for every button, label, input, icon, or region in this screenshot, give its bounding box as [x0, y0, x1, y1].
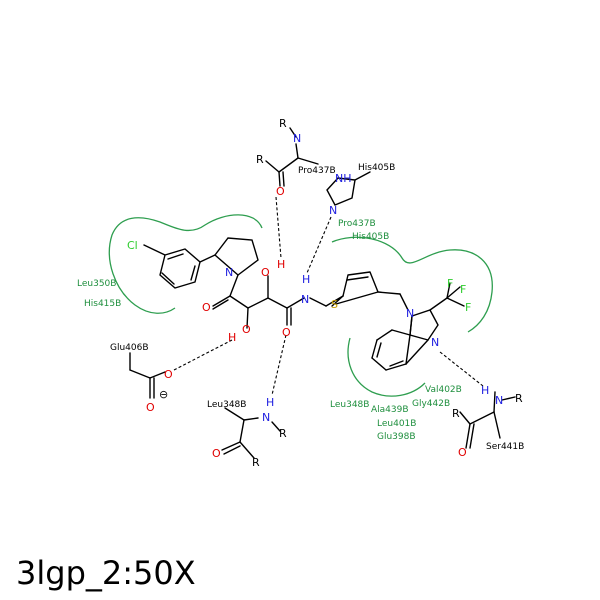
hbond-glu406-oh — [173, 339, 233, 371]
pocket-contour-right — [331, 236, 493, 333]
residue-glu398: Glu398B — [377, 432, 416, 442]
residue-labels: Pro437B His405B Pro437B His405B Leu350B … — [77, 163, 524, 452]
residue-glu406: Glu406B — [110, 343, 149, 353]
atom-o-carbonyl-left: O — [202, 301, 211, 314]
pocket-contour-left — [108, 214, 263, 314]
atom-leu-r1: R — [279, 427, 287, 440]
atom-h-amide: H — [302, 273, 310, 286]
atom-leu-h: H — [266, 396, 274, 409]
atom-ser-n: N — [495, 394, 503, 407]
hbond-his405-nh — [306, 216, 332, 274]
hbond-pro437-oh — [275, 196, 282, 259]
atom-pro-r2: R — [256, 153, 264, 166]
residue-bonds — [129, 127, 516, 459]
atom-f2: F — [460, 283, 466, 296]
atom-n-benz1: N — [406, 307, 414, 320]
atom-ser-o: O — [458, 446, 467, 459]
atom-pro-r1: R — [279, 117, 287, 130]
atom-his-n: N — [329, 204, 337, 217]
atom-cl: Cl — [127, 239, 138, 252]
atom-n-amide: N — [301, 293, 309, 306]
atom-glu-o1: O — [164, 368, 173, 381]
diagram-title: 3lgp_2:50X — [16, 554, 196, 592]
residue-his405-green: His405B — [352, 232, 389, 242]
atom-o-hydroxyl-top: O — [261, 266, 270, 279]
atom-his-nh: NH — [335, 172, 352, 185]
residue-val402: Val402B — [425, 385, 462, 395]
residue-pro437-green: Pro437B — [338, 219, 376, 229]
atom-f3: F — [465, 301, 471, 314]
atom-o-hydroxyl-bottom: O — [242, 323, 251, 336]
residue-leu350: Leu350B — [77, 279, 116, 289]
ligand-atoms: Cl N O O H O H O N H S N N F F F — [127, 239, 471, 349]
residue-atoms: R N R O NH N O O ⊖ H N R O R H N R R O — [146, 117, 523, 469]
atom-n-benz2: N — [431, 336, 439, 349]
pocket-contours — [108, 214, 493, 397]
atom-h-hydroxyl-top: H — [277, 258, 285, 271]
residue-pro437-black: Pro437B — [298, 166, 336, 176]
residue-ala439: Ala439B — [371, 405, 409, 415]
residue-ser441: Ser441B — [486, 442, 524, 452]
hbond-leu348-o — [271, 334, 287, 396]
pocket-contour-bottom — [347, 337, 426, 397]
atom-f1: F — [447, 277, 453, 290]
residue-his405-black: His405B — [358, 163, 395, 173]
ligand-bonds — [143, 237, 465, 371]
atom-ser-r2: R — [452, 407, 460, 420]
atom-leu-r2: R — [252, 456, 260, 469]
atom-ser-h: H — [481, 384, 489, 397]
atom-n-pyrrolidine: N — [225, 266, 233, 279]
atom-pro-o: O — [276, 185, 285, 198]
residue-leu401: Leu401B — [377, 419, 416, 429]
atom-leu-o: O — [212, 447, 221, 460]
atom-ser-r1: R — [515, 392, 523, 405]
atom-leu-n: N — [262, 411, 270, 424]
atom-s-thiophene: S — [331, 298, 338, 311]
residue-gly442: Gly442B — [412, 399, 450, 409]
atom-glu-charge: ⊖ — [159, 388, 168, 401]
residue-his415: His415B — [84, 299, 121, 309]
atom-o-carbonyl-right: O — [282, 326, 291, 339]
hbond-ser441-n — [439, 351, 484, 387]
residue-leu348-green: Leu348B — [330, 400, 369, 410]
residue-leu348-black: Leu348B — [207, 400, 246, 410]
atom-pro-n: N — [293, 132, 301, 145]
atom-h-hydroxyl-bottom: H — [228, 331, 236, 344]
atom-glu-o2: O — [146, 401, 155, 414]
hydrogen-bonds — [173, 196, 484, 396]
